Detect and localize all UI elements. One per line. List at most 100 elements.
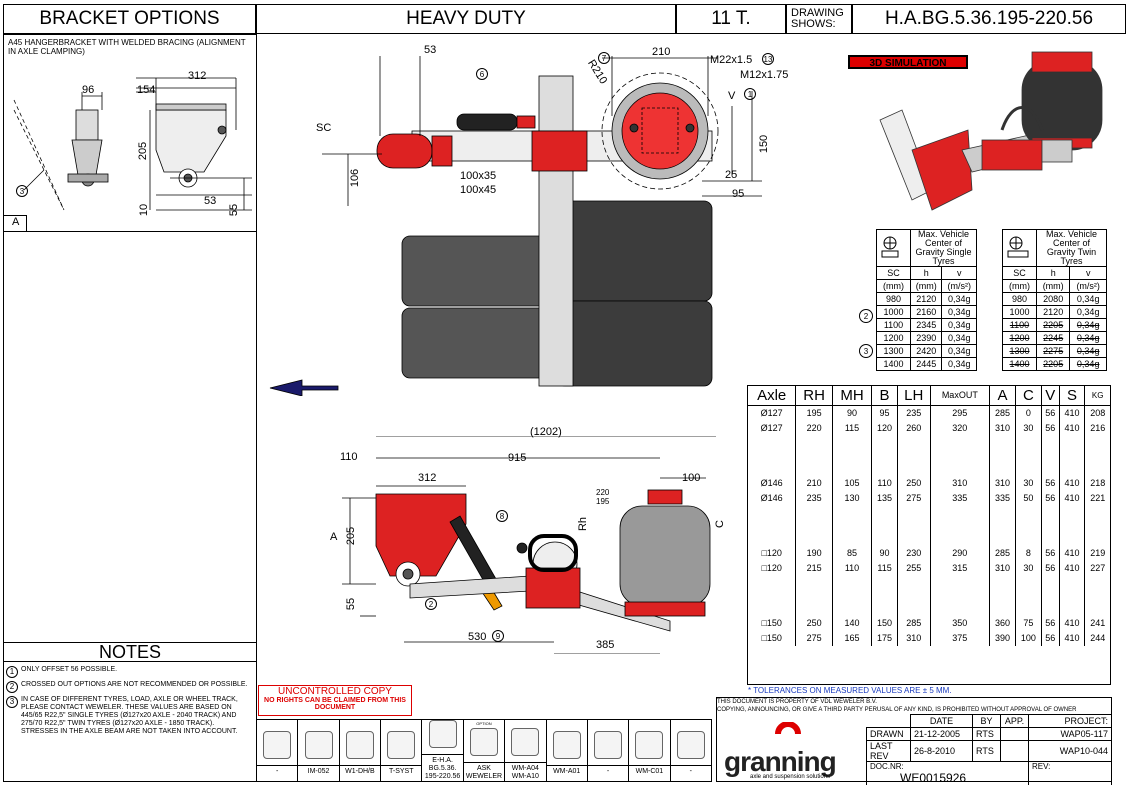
drawing-title: HEAVY DUTY: [256, 4, 676, 34]
part-cell: WM-A04 WM-A10: [504, 720, 546, 781]
title-block-property: THIS DOCUMENT IS PROPERTY OF VDL WEWELER…: [717, 699, 877, 705]
side-dim-c: C: [713, 520, 726, 528]
top-ref-13: 13: [762, 53, 774, 65]
side-dim-55: 55: [345, 597, 358, 611]
part-label: -: [257, 765, 298, 781]
part-cell: -: [669, 720, 712, 781]
sc-twin-table: Max. Vehicle Center of Gravity Twin Tyre…: [1002, 229, 1107, 371]
side-ref-9: 9: [492, 630, 504, 642]
spray-icon: [428, 720, 457, 748]
side-ref-2: 2: [425, 598, 437, 610]
bracket-dim-53: 53: [204, 195, 217, 207]
part-cell: IM-052: [297, 720, 339, 781]
top-dim-100x45: 100x45: [460, 184, 497, 196]
side-ref-8: 8: [496, 510, 508, 522]
tyre-cog-twin-icon: [1007, 236, 1028, 258]
top-dim-m22: M22x1.5: [710, 54, 753, 66]
part-label: W1-DH/B: [339, 765, 381, 781]
col-v: V: [1040, 386, 1060, 406]
sc-twin-icon: [1002, 229, 1037, 267]
title-block-copyright: COPYING, ANNOUNCING, OR GIVE A THIRD PAR…: [717, 707, 1077, 713]
left-panel: [3, 34, 257, 782]
tsyst-icon: [387, 731, 416, 759]
col-mh: MH: [831, 386, 872, 406]
mount-icon: [511, 728, 540, 756]
top-dim-v: V: [728, 90, 736, 102]
side-view-drawing: [342, 436, 716, 654]
top-dim-100x35: 100x35: [460, 170, 497, 182]
bracket-section-divider: [3, 231, 257, 232]
empty-icon: [676, 731, 705, 759]
top-dim-210: 210: [652, 46, 671, 58]
part-label: WM-A04 WM-A10: [505, 762, 546, 781]
col-s: S: [1058, 386, 1085, 406]
part-label: ASK WEWELER: [463, 762, 505, 781]
bracket-dim-205: 205: [137, 141, 150, 161]
notes-title: NOTES: [3, 642, 257, 662]
part-label: -: [670, 765, 711, 781]
top-dim-sc: SC: [316, 122, 332, 134]
col-c: C: [1014, 386, 1042, 406]
part-cell: -: [256, 720, 298, 781]
top-dim-106: 106: [349, 168, 362, 188]
col-rh: RH: [795, 386, 833, 406]
bracket-dim-10: 10: [138, 203, 151, 217]
part-cell: E-H.A. BG.5.36. 195-220.56: [421, 720, 463, 781]
group-spacer: [748, 505, 1110, 546]
uncontrolled-copy: UNCONTROLLED COPY NO RIGHTS CAN BE CLAIM…: [258, 685, 412, 716]
side-dim-915: 915: [508, 452, 527, 464]
sc-single-icon: [876, 229, 911, 267]
top-dim-150: 150: [758, 134, 771, 154]
bracket-ref-3: 3: [16, 185, 28, 197]
col-a: A: [989, 386, 1016, 406]
bracket-icon: [594, 731, 623, 759]
cup-icon: [635, 731, 664, 759]
hanger-icon: [263, 731, 292, 759]
tolerance-note: * TOLERANCES ON MEASURED VALUES ARE ± 5 …: [748, 686, 952, 695]
sc-mark-3: 3: [859, 344, 873, 358]
top-ref-7: 7: [598, 52, 610, 64]
part-label: E-H.A. BG.5.36. 195-220.56: [422, 754, 463, 781]
drawing-shows-label: DRAWING SHOWS:: [786, 4, 852, 34]
brand-name: granning: [724, 746, 837, 777]
sc-single-title: Max. Vehicle Center of Gravity Single Ty…: [910, 229, 977, 267]
bracket-dim-312: 312: [188, 70, 207, 82]
top-dim-m12: M12x1.75: [740, 69, 789, 81]
bracket-description: A45 HANGERBRACKET WITH WELDED BRACING (A…: [8, 38, 246, 56]
drawing-number: H.A.BG.5.36.195-220.56: [852, 4, 1126, 34]
notes-title-divider: [3, 642, 257, 643]
spring-icon: [345, 731, 374, 759]
bracket-drawing: [13, 77, 252, 211]
sc-mark-2: 2: [859, 309, 873, 323]
col-kg: KG: [1084, 386, 1110, 406]
bracket-dim-55: 55: [228, 203, 241, 217]
part-label: T-SYST: [381, 765, 422, 781]
bracket-options-title: BRACKET OPTIONS: [3, 4, 256, 34]
bracket-label-box: A: [3, 215, 27, 232]
side-dim-530: 530: [468, 631, 487, 643]
top-ref-1: 1: [744, 88, 756, 100]
